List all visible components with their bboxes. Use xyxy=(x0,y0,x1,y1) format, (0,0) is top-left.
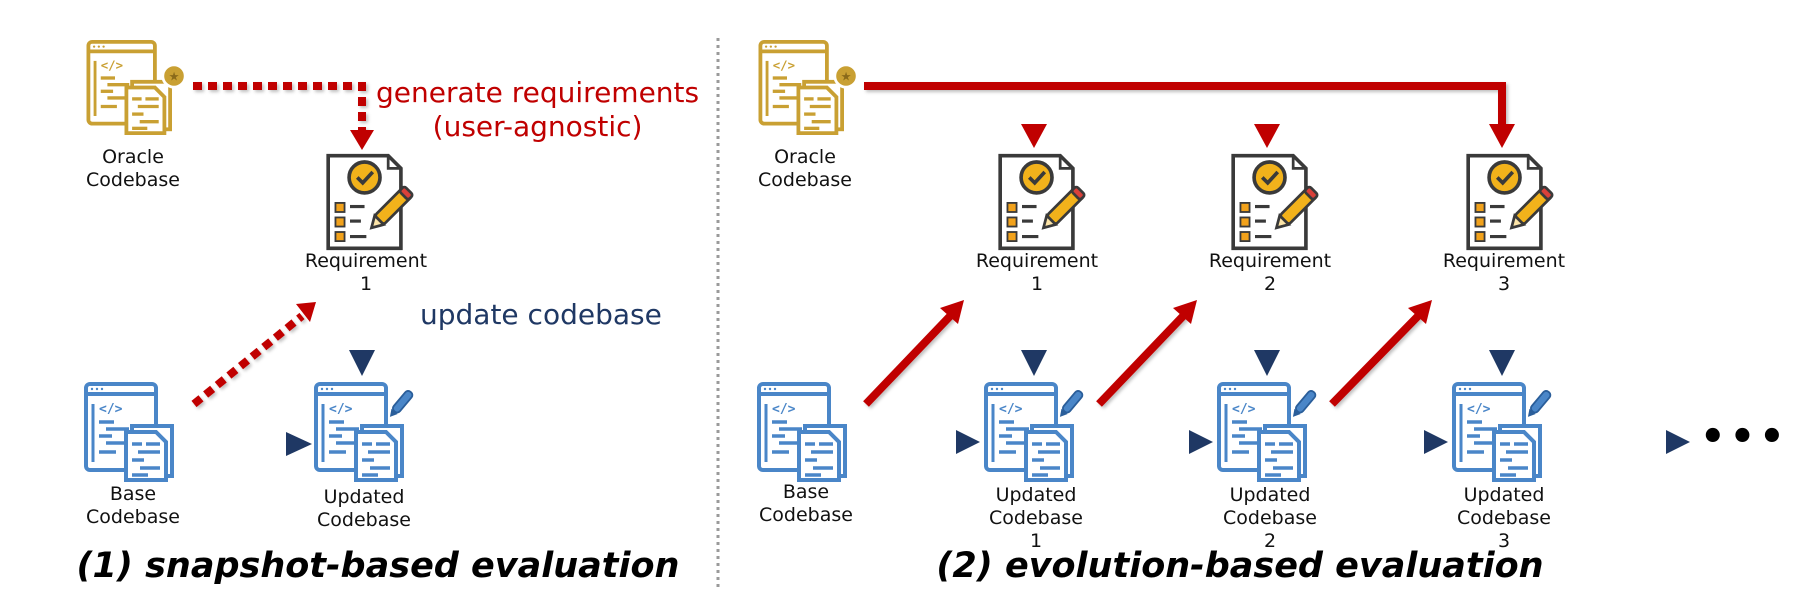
base2-label-line1: Base xyxy=(782,481,830,503)
base-to-requirement-arrow-head xyxy=(296,302,316,322)
derive-arrow-head-1 xyxy=(940,300,964,324)
oracle-codebase-icon-2 xyxy=(760,42,859,133)
generate-drop-head-1 xyxy=(1021,124,1047,148)
generate-requirement-arrow xyxy=(193,82,366,142)
req2-line2: 2 xyxy=(1263,273,1277,295)
panel-evolution xyxy=(759,42,1690,480)
oracle-label-line1: Oracle xyxy=(102,146,164,168)
updated-codebase-3-icon xyxy=(1454,384,1553,480)
requirement-label-line2: 1 xyxy=(359,273,373,295)
requirement-label: Requirement 1 xyxy=(305,250,427,296)
generate-note-line1: generate requirements xyxy=(376,76,700,109)
updated-codebase-2-icon xyxy=(1219,384,1318,480)
upd3-line1: Updated xyxy=(1463,484,1545,506)
requirement-2-label: Requirement 2 xyxy=(1209,250,1331,296)
req3-line1: Requirement xyxy=(1442,250,1566,272)
derive-arrow-1 xyxy=(863,309,957,407)
generate-requirements-note: generate requirements (user-agnostic) xyxy=(376,76,699,144)
continuation-ellipsis: ••• xyxy=(1700,414,1789,460)
upd3-line2: Codebase xyxy=(1457,507,1551,529)
update-codebase-note: update codebase xyxy=(420,298,662,331)
update-arrow-head-2 xyxy=(1254,350,1280,376)
base-to-requirement-arrow xyxy=(191,312,305,408)
generate-drop-head-2 xyxy=(1254,124,1280,148)
derive-arrow-3 xyxy=(1329,309,1425,407)
generate-drop-head-3 xyxy=(1489,124,1515,148)
requirement-3-label: Requirement 3 xyxy=(1443,250,1565,296)
derive-arrow-head-3 xyxy=(1408,300,1432,324)
requirement-3-icon xyxy=(1466,153,1556,251)
updated-codebase-1-icon xyxy=(986,384,1085,480)
upd2-line1: Updated xyxy=(1229,484,1311,506)
upd1-line3: 1 xyxy=(1029,530,1043,552)
updated-label-line2: Codebase xyxy=(317,509,411,531)
updated-label-line1: Updated xyxy=(323,486,405,508)
updated-codebase-1-label: Updated Codebase 1 xyxy=(989,484,1083,553)
oracle-label-line2: Codebase xyxy=(86,169,180,191)
evolve-arrow-head-1 xyxy=(956,430,980,454)
upd1-line2: Codebase xyxy=(989,507,1083,529)
requirement-icon xyxy=(326,153,416,251)
caption-snapshot: (1) snapshot-based evaluation xyxy=(76,546,680,586)
upd2-line3: 2 xyxy=(1263,530,1277,552)
base-label-line1: Base xyxy=(109,483,157,505)
oracle-codebase-label: Oracle Codebase xyxy=(86,146,180,192)
update-arrow-head-3 xyxy=(1489,350,1515,376)
requirement-1-icon xyxy=(998,153,1088,251)
base-codebase-label: Base Codebase xyxy=(86,483,180,529)
requirement-2-icon xyxy=(1231,153,1321,251)
oracle-codebase-label-2: Oracle Codebase xyxy=(758,146,852,192)
req1-line2: 1 xyxy=(1030,273,1044,295)
updated-codebase-icon xyxy=(316,384,415,480)
base-codebase-icon-2 xyxy=(759,384,845,480)
generate-bus-line xyxy=(864,82,1506,128)
update-arrow-head-1 xyxy=(1021,350,1047,376)
generate-arrow-head xyxy=(350,130,374,150)
req3-line2: 3 xyxy=(1497,273,1511,295)
upd1-line1: Updated xyxy=(995,484,1077,506)
base-codebase-icon xyxy=(86,384,172,480)
base-to-updated-arrow-head xyxy=(286,432,312,456)
base-codebase-label-2: Base Codebase xyxy=(759,481,853,527)
updated-codebase-2-label: Updated Codebase 2 xyxy=(1223,484,1317,553)
base2-label-line2: Codebase xyxy=(759,504,853,526)
panel-snapshot xyxy=(86,42,416,480)
upd2-line2: Codebase xyxy=(1223,507,1317,529)
evolve-arrow-head-3 xyxy=(1424,430,1448,454)
generate-note-line2: (user-agnostic) xyxy=(432,110,643,143)
derive-arrow-2 xyxy=(1096,309,1190,407)
oracle-codebase-icon xyxy=(88,42,187,133)
updated-codebase-label: Updated Codebase xyxy=(317,486,411,532)
derive-arrow-head-2 xyxy=(1173,300,1197,324)
requirement-1-label: Requirement 1 xyxy=(976,250,1098,296)
requirement-label-line1: Requirement xyxy=(304,250,428,272)
oracle2-label-line2: Codebase xyxy=(758,169,852,191)
oracle2-label-line1: Oracle xyxy=(774,146,836,168)
continuation-arrow-head xyxy=(1666,430,1690,454)
caption-evolution: (2) evolution-based evaluation xyxy=(936,546,1544,586)
evolve-arrow-head-2 xyxy=(1189,430,1213,454)
updated-codebase-3-label: Updated Codebase 3 xyxy=(1457,484,1551,553)
req1-line1: Requirement xyxy=(975,250,1099,272)
req2-line1: Requirement xyxy=(1208,250,1332,272)
update-codebase-arrow-head xyxy=(349,350,375,376)
base-label-line2: Codebase xyxy=(86,506,180,528)
upd3-line3: 3 xyxy=(1497,530,1511,552)
